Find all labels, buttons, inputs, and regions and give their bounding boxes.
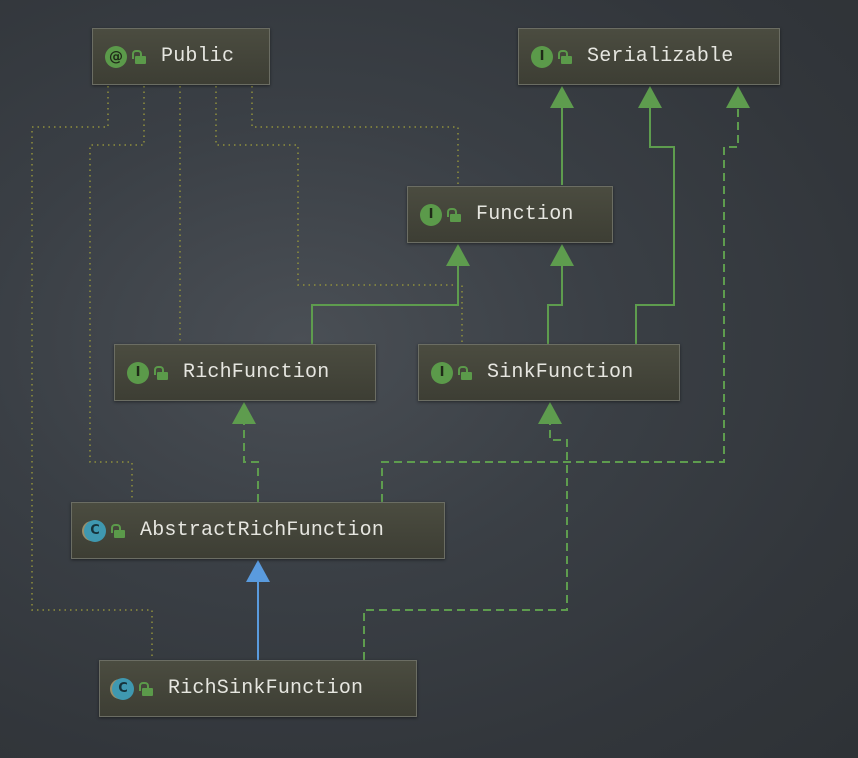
annotation-link-function [251,86,459,185]
annotation-icon: @ [105,45,127,68]
node-label: Serializable [587,45,734,68]
edge-abstractrichfunction-richfunction [243,420,259,502]
interface-icon: I [531,45,553,68]
edge-richfunction-function [311,262,459,344]
abstract-class-icon: C [84,519,106,542]
edge-richsinkfunction-sinkfunction [363,420,568,660]
node-richfunction[interactable]: I RichFunction [114,344,376,401]
public-lock-icon [458,365,473,380]
edge-abstractrichfunction-serializable [381,104,739,502]
arrowhead-serializable-3 [726,86,750,108]
annotation-link-richsinkfunction [31,86,153,658]
node-abstractrichfunction[interactable]: C AbstractRichFunction [71,502,445,559]
node-richsinkfunction[interactable]: C RichSinkFunction [99,660,417,717]
arrowhead-function-1 [446,244,470,266]
node-label: Function [476,203,574,226]
node-public[interactable]: @ Public [92,28,270,85]
interface-extends-edges [311,104,675,344]
node-label: AbstractRichFunction [140,519,385,542]
node-function[interactable]: I Function [407,186,613,243]
arrowhead-sinkfunction [538,402,562,424]
public-lock-icon [139,681,154,696]
public-lock-icon [558,49,573,64]
node-sinkfunction[interactable]: I SinkFunction [418,344,680,401]
interface-icon: I [431,361,453,384]
arrowhead-serializable-1 [550,86,574,108]
annotation-links [31,86,463,658]
interface-icon: I [127,361,149,384]
arrowhead-function-2 [550,244,574,266]
node-serializable[interactable]: I Serializable [518,28,780,85]
abstract-class-icon: C [112,677,134,700]
node-label: Public [161,45,235,68]
arrowheads [232,86,750,582]
node-label: RichSinkFunction [168,677,364,700]
public-lock-icon [111,523,126,538]
node-label: SinkFunction [487,361,634,384]
edge-sinkfunction-function [547,262,563,344]
implements-edges [243,104,739,660]
edge-sinkfunction-serializable [635,104,675,344]
public-lock-icon [447,207,462,222]
annotation-link-abstractrichfunction [89,86,145,500]
public-lock-icon [154,365,169,380]
arrowhead-serializable-2 [638,86,662,108]
public-lock-icon [132,49,147,64]
arrowhead-abstractrichfunction [246,560,270,582]
interface-icon: I [420,203,442,226]
arrowhead-richfunction [232,402,256,424]
node-label: RichFunction [183,361,330,384]
